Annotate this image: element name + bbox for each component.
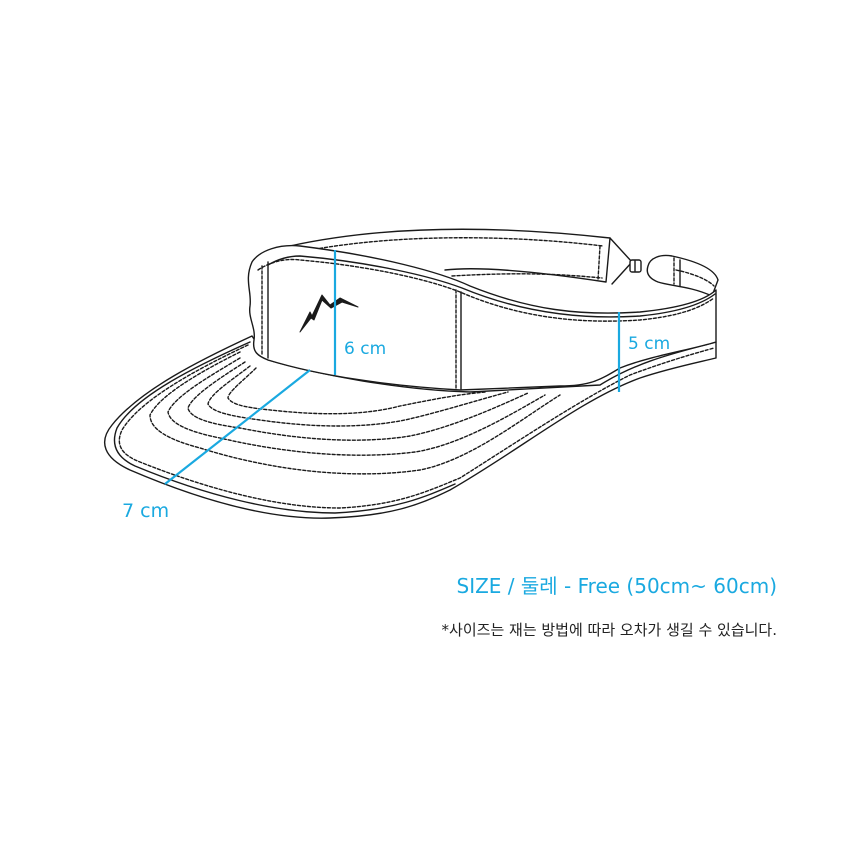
crown-height-label: 6 cm xyxy=(344,339,387,359)
front-band xyxy=(247,244,717,391)
mountain-logo-icon xyxy=(299,294,359,333)
right-strap xyxy=(646,254,719,297)
measurement-lines xyxy=(164,250,621,485)
size-note: *사이즈는 재는 방법에 따라 오차가 생길 수 있습니다. xyxy=(441,621,777,639)
brim-length-label: 7 cm xyxy=(122,500,170,522)
size-info: SIZE / 둘레 - Free (50cm~ 60cm) xyxy=(456,574,778,598)
back-height-label: 5 cm xyxy=(628,334,671,354)
buckle-icon xyxy=(629,259,642,273)
brim-length-line xyxy=(164,369,311,485)
